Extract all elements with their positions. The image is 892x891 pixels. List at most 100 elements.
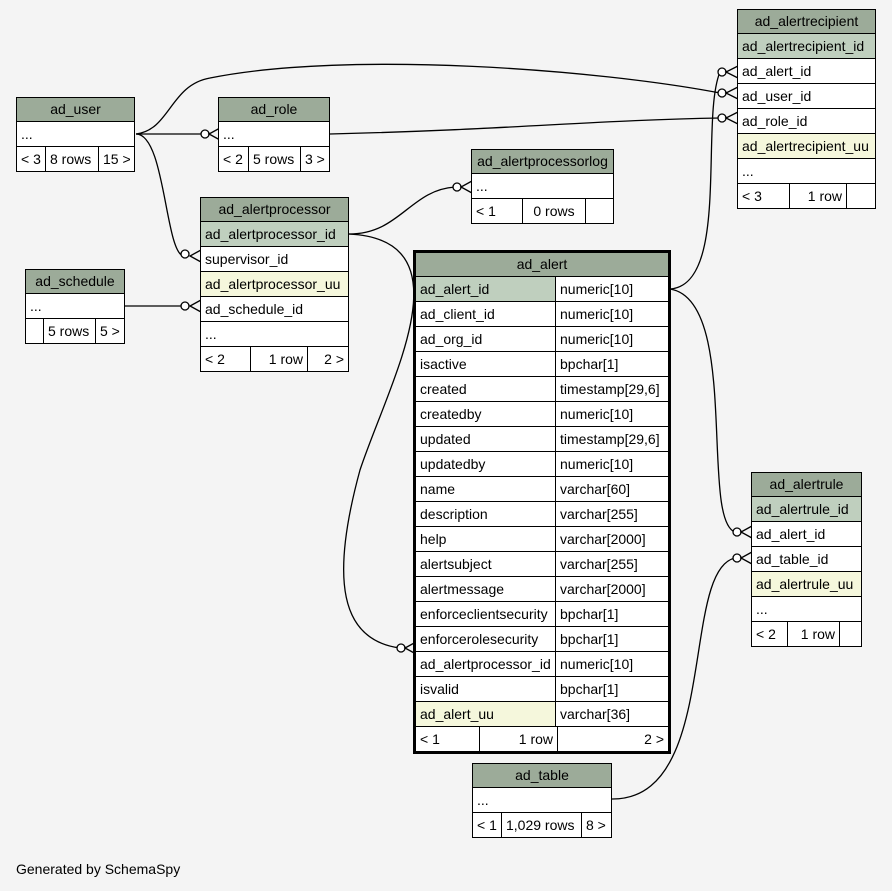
parents-link[interactable]: < 3 [738, 184, 790, 208]
edge-alert-alertrule [669, 288, 736, 533]
row-count: 1 row [790, 184, 847, 208]
row-count: 5 rows [44, 319, 96, 343]
table-ad-schedule[interactable]: ad_schedule ... 5 rows 5 > [25, 269, 125, 344]
table-header: ad_alertrule [752, 473, 861, 497]
edge-user-supervisor [135, 133, 184, 257]
column-name: createdby [416, 402, 556, 426]
children-link[interactable]: 15 > [103, 151, 131, 167]
column-type: timestamp[29,6] [560, 431, 660, 447]
column-name: ad_alert_uu [416, 702, 556, 726]
table-ad-alertprocessor[interactable]: ad_alertprocessor ad_alertprocessor_id s… [200, 197, 349, 372]
column-type: varchar[60] [560, 481, 631, 497]
column-type: varchar[36] [560, 706, 631, 722]
table-footer: < 2 1 row 2 > [201, 347, 348, 371]
column-row: ... [201, 322, 348, 347]
column-type: numeric[10] [560, 656, 634, 672]
parents-link[interactable]: < 2 [219, 147, 249, 171]
column-type: bpchar[1] [560, 631, 619, 647]
column-row: ad_schedule_id [201, 297, 348, 322]
column-type: timestamp[29,6] [560, 381, 660, 397]
row-count: 1 row [480, 727, 558, 751]
parents-link[interactable]: < 1 [416, 727, 480, 751]
parents-link[interactable]: < 1 [472, 199, 523, 223]
column-row: ad_role_id [738, 109, 875, 134]
column-row: ad_table_id [752, 547, 861, 572]
column-type: bpchar[1] [560, 681, 619, 697]
table-footer: < 3 8 rows 15 > [17, 147, 134, 171]
column-name: enforcerolesecurity [416, 627, 556, 651]
column-row: ... [26, 294, 124, 319]
column-name: ad_client_id [416, 302, 556, 326]
column-name: alertsubject [416, 552, 556, 576]
edge-table-alertrule [611, 557, 736, 800]
column-name: ad_alertprocessor_id [416, 652, 556, 676]
table-header: ad_schedule [26, 270, 124, 294]
edge-role-alertrecipient [329, 117, 721, 135]
parents-link[interactable]: < 1 [473, 813, 502, 837]
row-count: 1 row [788, 622, 840, 646]
parents-link[interactable]: < 2 [201, 347, 251, 371]
table-footer: < 1 1,029 rows 8 > [473, 813, 611, 837]
children-link[interactable]: 5 > [100, 323, 120, 339]
column-name: updated [416, 427, 556, 451]
parents-link[interactable] [26, 319, 44, 343]
column-type: numeric[10] [560, 306, 634, 322]
column-row-pk: ad_alertrule_id [752, 497, 861, 522]
column-name: isvalid [416, 677, 556, 701]
children-link[interactable]: 8 > [586, 817, 606, 833]
table-ad-table[interactable]: ad_table ... < 1 1,029 rows 8 > [472, 763, 612, 838]
row-count: 5 rows [249, 147, 301, 171]
children-link[interactable]: 3 > [305, 151, 325, 167]
table-ad-alertprocessorlog[interactable]: ad_alertprocessorlog ... < 1 0 rows [471, 149, 614, 224]
edge-alert-alertrecipient [669, 71, 721, 290]
table-ad-user[interactable]: ad_user ... < 3 8 rows 15 > [16, 97, 135, 172]
table-header: ad_alertprocessor [201, 198, 348, 222]
column-row: ... [738, 159, 875, 184]
column-row-pk: ad_alertprocessor_id [201, 222, 348, 247]
column-row: supervisor_id [201, 247, 348, 272]
row-count: 1 row [251, 347, 308, 371]
edge-processor-log [348, 186, 456, 235]
row-count: 0 rows [523, 199, 586, 223]
table-footer: < 1 0 rows [472, 199, 613, 223]
table-header: ad_table [473, 764, 611, 788]
children-link[interactable]: 2 > [644, 731, 664, 747]
column-name: created [416, 377, 556, 401]
table-ad-alertrecipient[interactable]: ad_alertrecipient ad_alertrecipient_id a… [737, 9, 876, 209]
parents-link[interactable]: < 2 [752, 622, 788, 646]
column-name: alertmessage [416, 577, 556, 601]
column-type: varchar[2000] [560, 581, 646, 597]
column-row: ... [219, 122, 329, 147]
table-header: ad_role [219, 98, 329, 122]
column-row: ... [473, 788, 611, 813]
column-type: numeric[10] [560, 406, 634, 422]
children-link[interactable] [847, 184, 875, 208]
table-ad-alertrule[interactable]: ad_alertrule ad_alertrule_id ad_alert_id… [751, 472, 862, 647]
table-header: ad_user [17, 98, 134, 122]
column-type: bpchar[1] [560, 356, 619, 372]
row-count: 8 rows [46, 147, 99, 171]
column-row: ... [17, 122, 134, 147]
table-footer: < 2 5 rows 3 > [219, 147, 329, 171]
children-link[interactable]: 2 > [324, 351, 344, 367]
children-link[interactable] [840, 622, 861, 646]
column-name: isactive [416, 352, 556, 376]
table-footer: < 2 1 row [752, 622, 861, 646]
table-ad-role[interactable]: ad_role ... < 2 5 rows 3 > [218, 97, 330, 172]
column-row: ad_alert_id [738, 59, 875, 84]
parents-link[interactable]: < 3 [17, 147, 46, 171]
column-name: enforceclientsecurity [416, 602, 556, 626]
children-link[interactable] [586, 199, 613, 223]
